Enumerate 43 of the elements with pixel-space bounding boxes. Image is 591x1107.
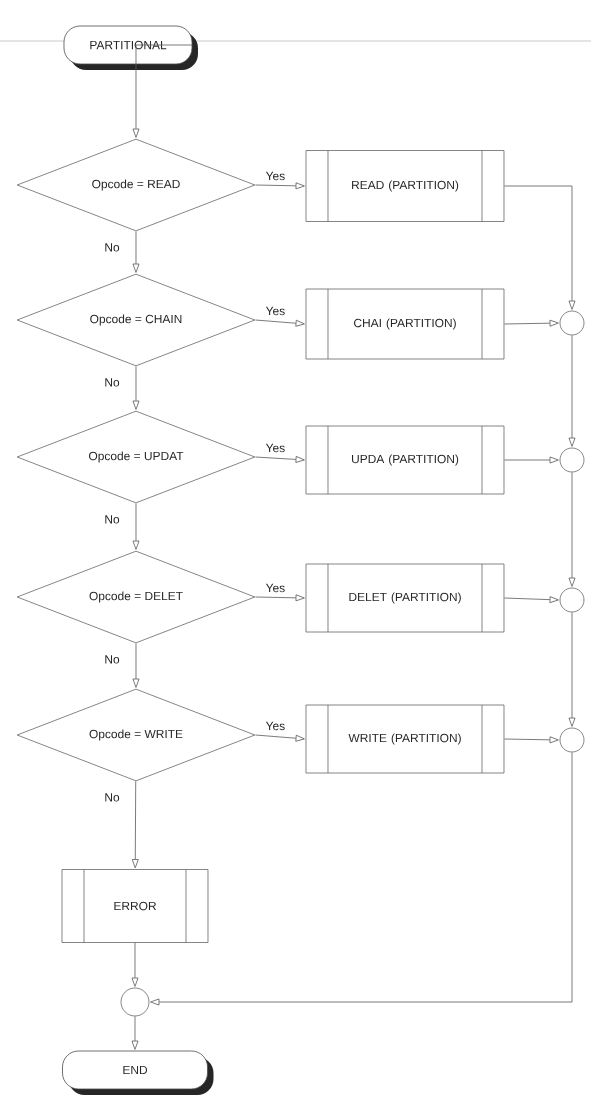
arrow [132,503,140,550]
edge-label: Yes [264,305,287,317]
arrow [255,319,305,327]
arrow [504,736,559,744]
arrow [255,594,305,602]
process-box: DELET (PARTITION) [305,563,505,633]
process-box: CHAI (PARTITION) [305,288,505,360]
arrow [150,752,573,1006]
edge-label: No [103,242,121,253]
arrow [568,335,576,447]
arrow [132,366,140,410]
edge-label: No [103,792,121,803]
edge-label: Yes [264,170,287,182]
edge-label: Yes [264,720,287,732]
connector-circle [559,727,585,753]
process-box: WRITE (PARTITION) [305,704,505,774]
arrow [504,185,576,310]
edge-label: No [103,514,121,525]
edge-label: Yes [264,582,287,594]
connector-circle [559,447,585,473]
connector-circle [559,587,585,613]
arrow [131,780,139,869]
arrow [504,596,559,604]
connector-circle [120,987,150,1017]
arrow [255,182,305,190]
edge-label: No [103,654,121,665]
edge-label: Yes [264,442,287,454]
process-box: UPDA (PARTITION) [305,425,505,495]
edge-label: No [103,377,121,388]
arrow [255,734,305,742]
arrow [568,472,576,587]
arrow [132,44,193,138]
process-box: READ (PARTITION) [305,150,505,222]
arrow [504,456,559,464]
process-box: ERROR [61,869,209,943]
arrow [132,231,140,273]
arrow [568,612,576,727]
arrow [255,456,305,463]
arrow [131,1016,139,1050]
arrow [131,942,139,987]
arrow [132,643,140,688]
connector-circle [559,310,585,336]
arrow [504,319,559,327]
